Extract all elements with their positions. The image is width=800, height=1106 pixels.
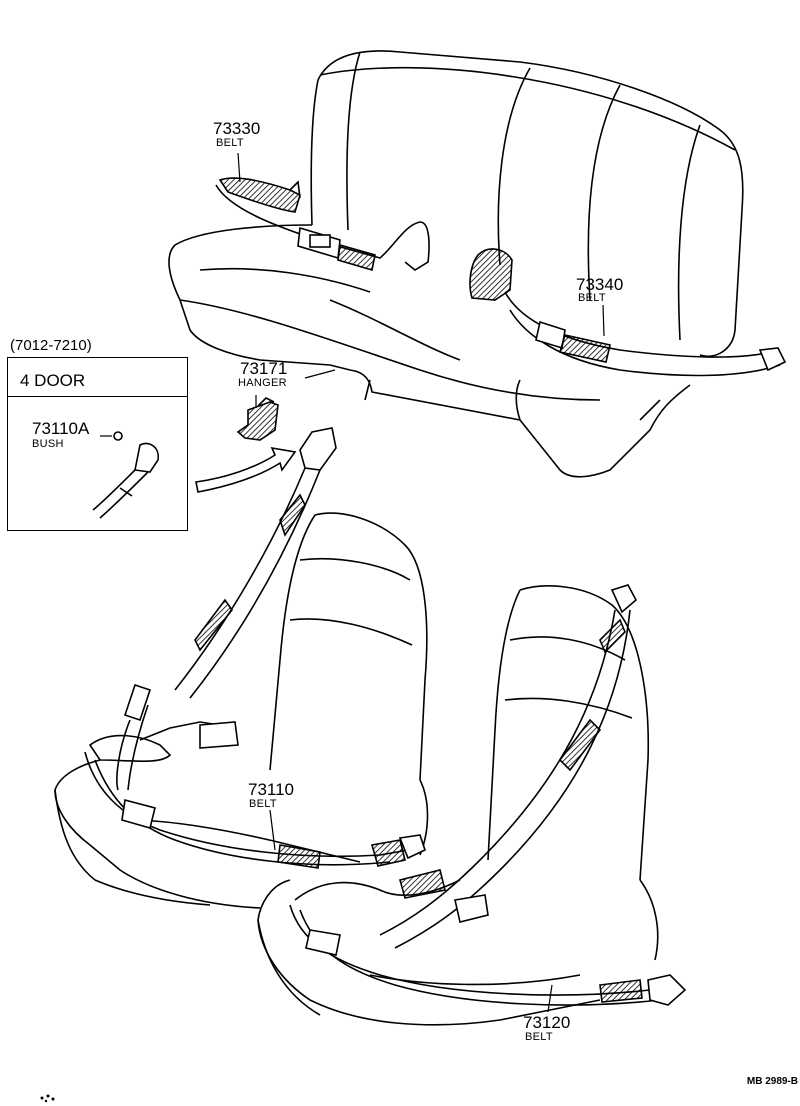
leader-lines (100, 152, 605, 1013)
callout-73340-number: 73340 (576, 275, 624, 294)
callout-73110-number: 73110 (248, 780, 295, 799)
inset-separator (7, 396, 187, 397)
inset-range: (7012-7210) (10, 337, 92, 354)
arrow-indicator (195, 446, 297, 493)
callout-73330-name: BELT (216, 137, 244, 149)
callout-73171-number: 73171 (240, 359, 288, 378)
callout-73120-number: 73120 (523, 1013, 571, 1032)
inset-door-label: 4 DOOR (20, 371, 86, 390)
callout-73330-number: 73330 (213, 119, 261, 138)
belt-73120 (289, 584, 687, 1006)
callout-73110-name: BELT (249, 798, 277, 810)
inset-part-name: BUSH (32, 438, 64, 450)
hanger-73171 (236, 397, 279, 441)
callout-73171-name: HANGER (238, 377, 287, 389)
callout-73340-name: BELT (578, 292, 606, 304)
belt-73330 (215, 177, 430, 272)
inset-part-number: 73110A (32, 419, 90, 438)
rear-bench-seat (168, 50, 744, 478)
figure-code: MB 2989-B (746, 1076, 798, 1087)
front-right-seat (257, 585, 659, 1026)
belt-73110 (84, 427, 426, 869)
inset-drawing (92, 431, 160, 519)
belt-73340 (469, 248, 787, 377)
scan-mark (40, 1094, 55, 1103)
callout-73120-name: BELT (525, 1031, 553, 1043)
inset-frame (7, 357, 188, 531)
